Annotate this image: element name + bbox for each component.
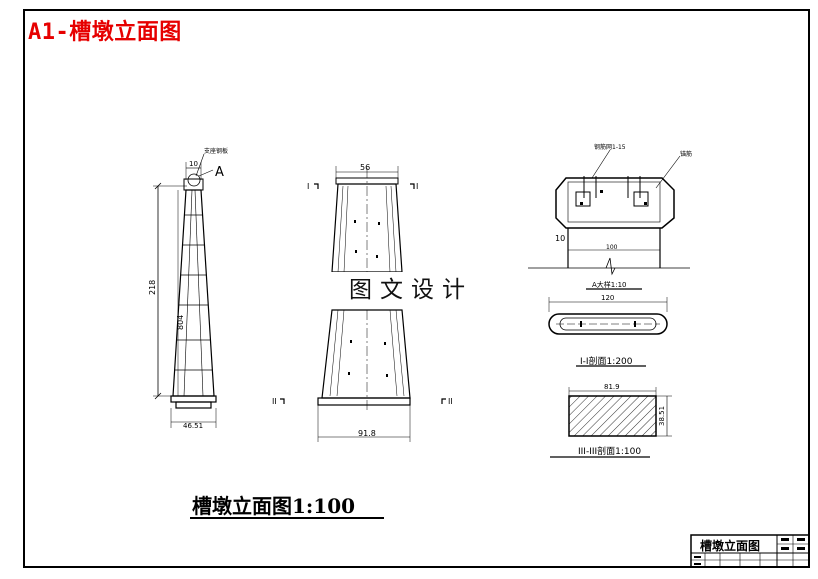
- section-mark-right-top: I: [416, 182, 418, 191]
- section-1-caption: I-I剖面1:200: [580, 355, 633, 367]
- watermark-text: 图文设计: [331, 272, 491, 308]
- section-mark-left-top: I: [307, 182, 309, 191]
- sheet-border: [23, 9, 810, 568]
- side-inner-dim: 804: [176, 315, 185, 330]
- side-height-dim: 218: [148, 280, 157, 295]
- title-block: [690, 534, 810, 568]
- side-top-label: 支座钢板: [204, 147, 228, 155]
- section-3-view: 81.9 38.51 III-III剖面1:100: [550, 383, 672, 458]
- section-mark-left-bottom: II: [272, 397, 277, 406]
- section-mark-right-bottom: II: [448, 397, 453, 406]
- detail-a-view: 钢筋网1-15 锚筋 10 100 A大样1:10: [528, 143, 692, 290]
- title-block-name: 槽墩立面图: [700, 539, 761, 553]
- front-top-width: 56: [360, 163, 370, 172]
- section-3-caption: III-III剖面1:100: [578, 445, 641, 457]
- side-base-dim: 46.51: [183, 422, 203, 430]
- section-1-view: 120 I-I剖面1:200: [548, 294, 668, 367]
- detail-a-caption: A大样1:10: [592, 280, 627, 289]
- drawing-title: 槽墩立面图1:100: [192, 494, 356, 518]
- section-3-height: 38.51: [658, 406, 666, 426]
- side-elevation-view: 支座钢板 10 A 218 804 46.51: [148, 147, 228, 430]
- front-base-width: 91.8: [358, 429, 376, 438]
- side-top-dim: 10: [189, 160, 198, 168]
- detail-a-left-dim: 10: [555, 234, 565, 243]
- section-1-width: 120: [601, 294, 614, 302]
- detail-ref-a: A: [215, 165, 224, 180]
- detail-a-bottom-dim: 100: [606, 244, 618, 251]
- front-elevation-view: 56 91.8 I I II II: [272, 163, 453, 442]
- page-title: A1-槽墩立面图: [28, 20, 182, 45]
- detail-a-label-left: 钢筋网1-15: [594, 143, 626, 151]
- section-3-width: 81.9: [604, 383, 620, 391]
- detail-a-label-right: 锚筋: [680, 150, 692, 158]
